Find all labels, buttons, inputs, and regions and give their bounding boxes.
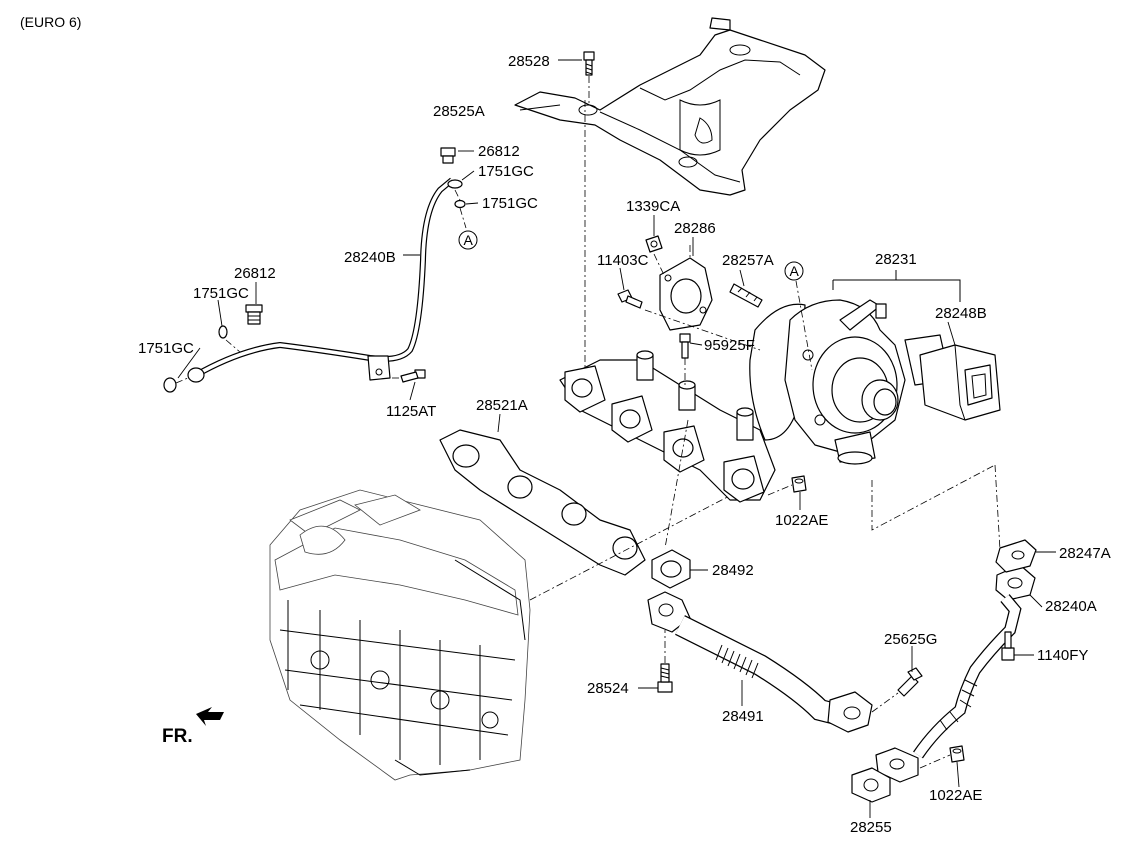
bolt-1140FY — [1001, 631, 1015, 661]
label-1140FY: 1140FY — [1037, 647, 1088, 664]
label-28240B: 28240B — [344, 249, 396, 266]
label-11403C: 11403C — [597, 252, 649, 269]
pipe-28491 — [647, 591, 873, 733]
reference-circle-A-right: A — [784, 261, 813, 371]
gasket-28255 — [851, 767, 891, 803]
bolt-1125AT — [400, 369, 426, 383]
label-1339CA: 1339CA — [626, 198, 680, 215]
label-1022AE-mid: 1022AE — [775, 512, 828, 529]
label-28521A: 28521A — [476, 397, 528, 414]
front-direction-marker: FR. — [162, 707, 224, 747]
washer-1751GC-top2 — [454, 199, 466, 209]
label-28248B: 28248B — [935, 305, 987, 322]
bolt-11403C — [617, 289, 643, 309]
turbocharger-28231 — [784, 299, 906, 465]
label-28231: 28231 — [875, 251, 917, 268]
manifold-gasket-28521A — [439, 429, 646, 576]
label-1022AE-bottom: 1022AE — [929, 787, 982, 804]
label-28525A: 28525A — [433, 103, 485, 120]
reference-circle-A-left: A — [458, 230, 478, 250]
label-95925F: 95925F — [704, 337, 755, 354]
wastegate-actuator-28248B — [904, 334, 1001, 421]
bolt-95925F — [679, 333, 691, 359]
oil-feed-pipe-28240B — [187, 177, 454, 383]
variant-label: (EURO 6) — [20, 14, 81, 30]
label-28257A: 28257A — [722, 252, 774, 269]
label-28240A: 28240A — [1045, 598, 1097, 615]
banjo-bolt-26812-top — [440, 147, 456, 164]
label-1751GC-left1: 1751GC — [193, 285, 249, 302]
bolt-28524 — [657, 663, 673, 693]
gasket-28286 — [659, 257, 713, 331]
label-1751GC-left2: 1751GC — [138, 340, 194, 357]
oil-return-pipe-28240A — [875, 564, 1036, 783]
label-28524: 28524 — [587, 680, 629, 697]
front-label: FR. — [162, 726, 193, 747]
label-1125AT: 1125AT — [386, 403, 436, 420]
nut-1022AE-bottom — [949, 745, 965, 763]
label-28255: 28255 — [850, 819, 892, 836]
banjo-bolt-26812-left — [245, 304, 263, 325]
label-28491: 28491 — [722, 708, 764, 725]
nut-1339CA — [645, 235, 663, 253]
label-28492: 28492 — [712, 562, 754, 579]
label-28247A: 28247A — [1059, 545, 1111, 562]
label-28286: 28286 — [674, 220, 716, 237]
nut-1022AE-mid — [791, 475, 807, 493]
gasket-28492 — [651, 549, 691, 589]
label-1751GC-top1: 1751GC — [478, 163, 534, 180]
heat-shield-28525A — [514, 17, 826, 196]
svg-text:A: A — [464, 232, 474, 248]
washer-1751GC-left2 — [163, 377, 177, 393]
label-28528: 28528 — [508, 53, 550, 70]
bracket-28231 — [832, 270, 961, 302]
label-25625G: 25625G — [884, 631, 937, 648]
stud-28257A — [729, 283, 763, 308]
label-26812-top: 26812 — [478, 143, 520, 160]
bolt-28528 — [583, 51, 595, 76]
gasket-28247A — [995, 539, 1037, 573]
front-arrow-icon — [196, 707, 224, 726]
label-1751GC-top2: 1751GC — [482, 195, 538, 212]
washer-1751GC-top1 — [447, 179, 463, 189]
svg-text:A: A — [790, 263, 800, 279]
engine-block-drawing — [269, 489, 531, 781]
washer-1751GC-left1 — [218, 325, 228, 339]
label-26812-left: 26812 — [234, 265, 276, 282]
stud-25625G — [897, 667, 923, 697]
